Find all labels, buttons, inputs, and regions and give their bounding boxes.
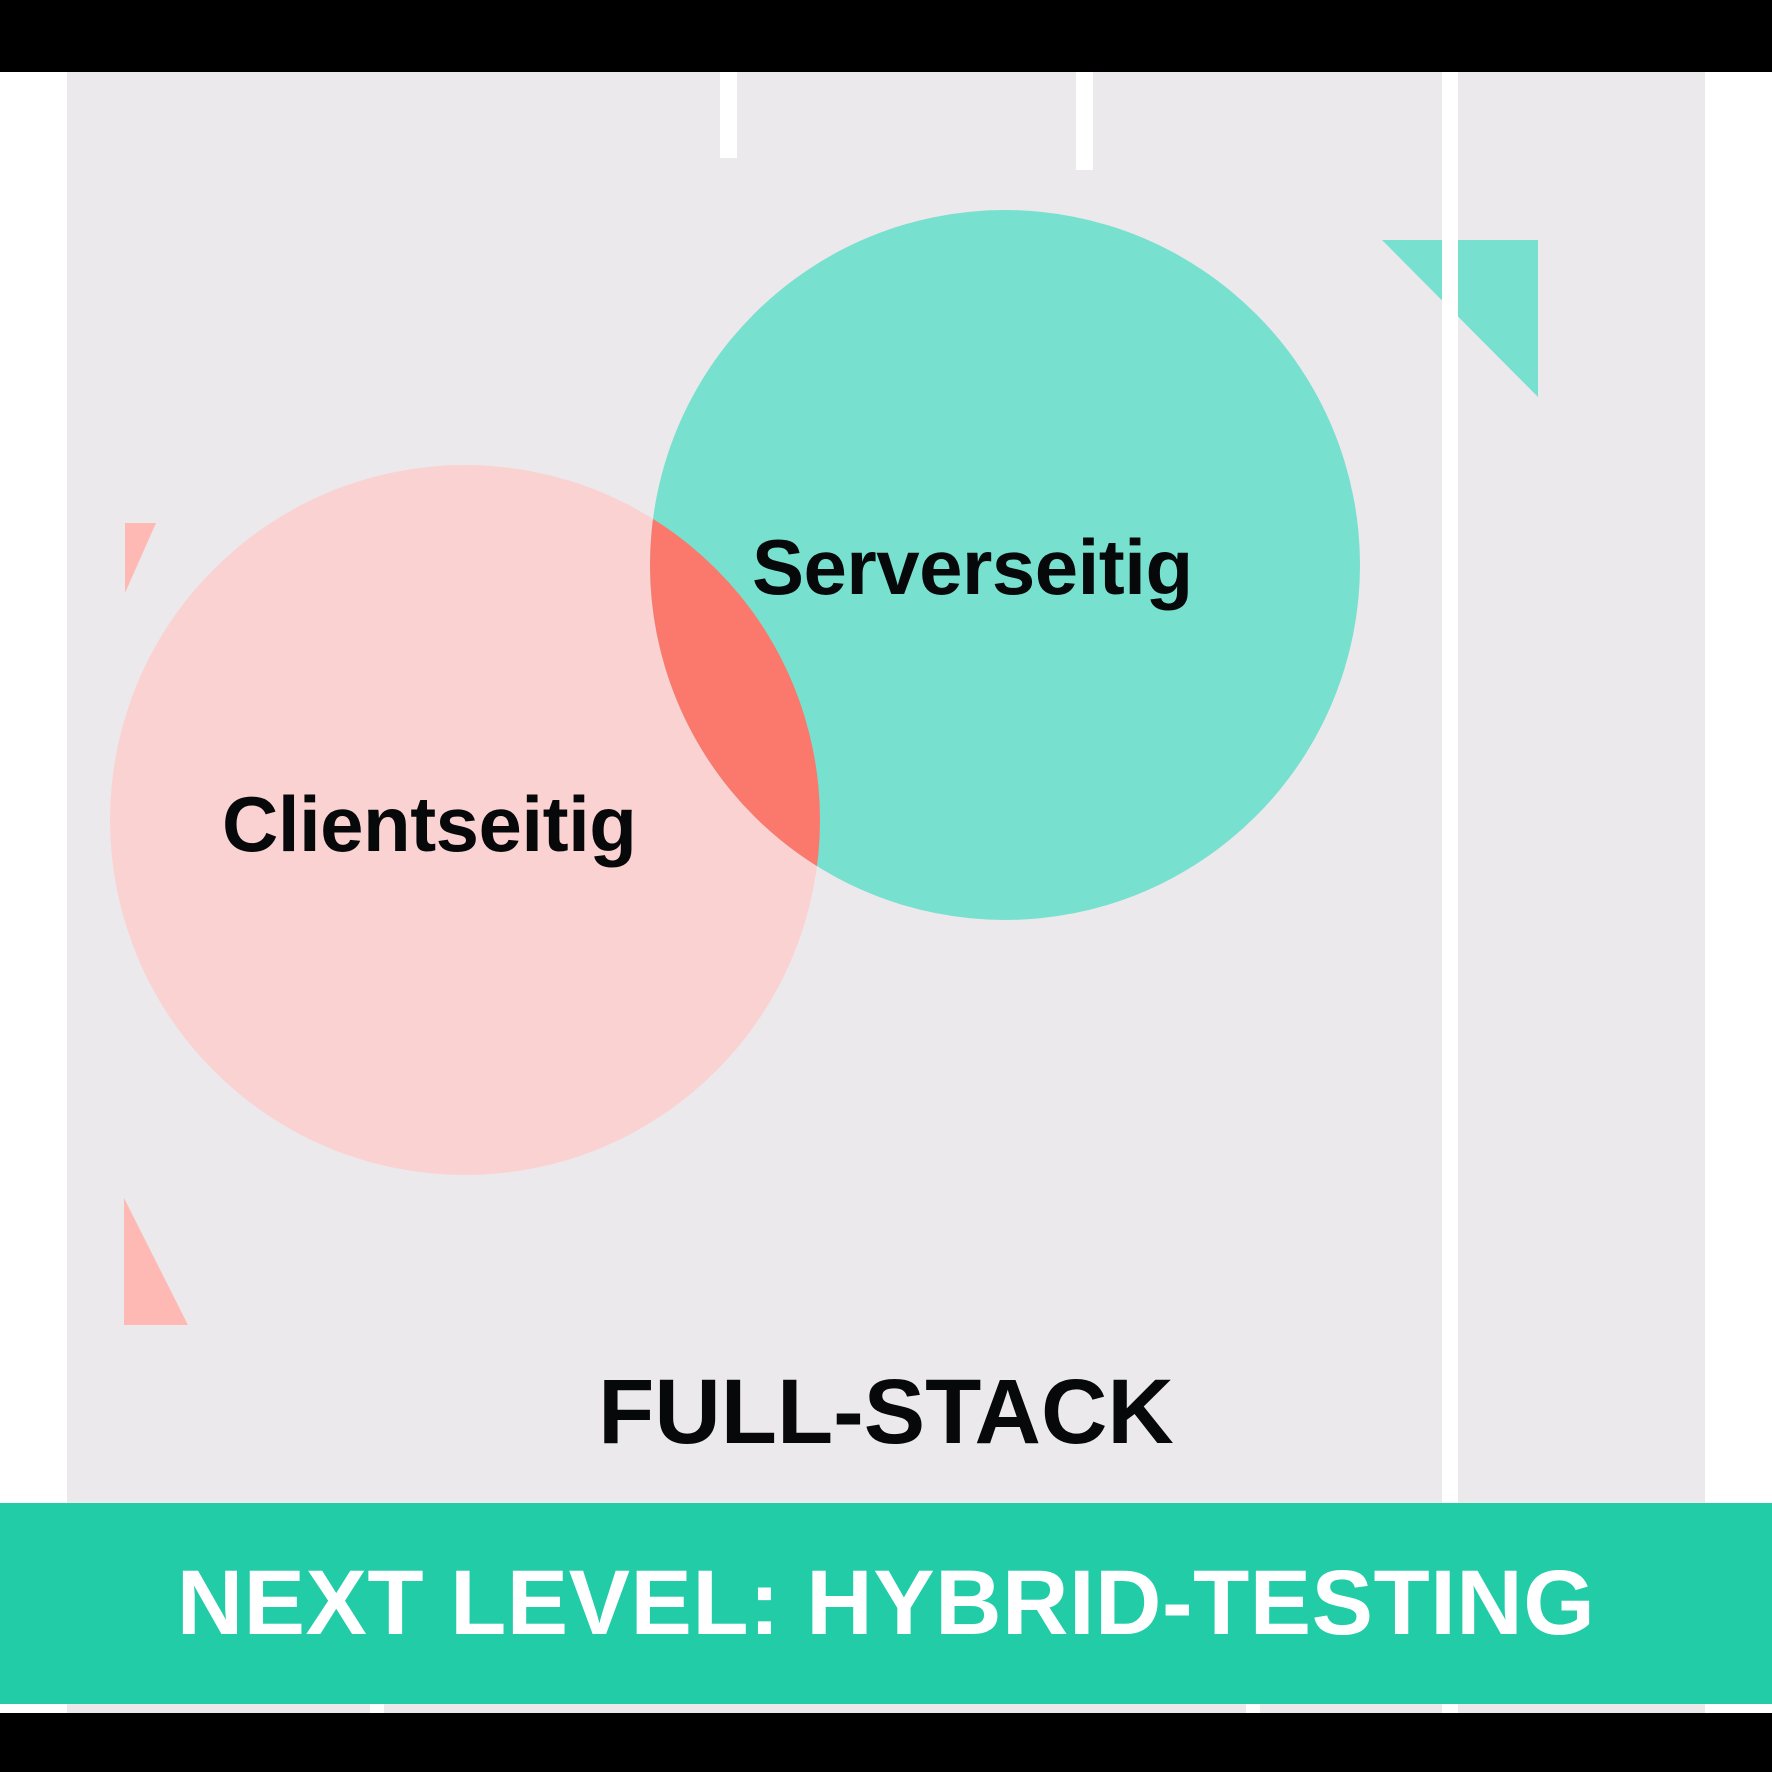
panel-notch-top-mid [1076,72,1093,170]
venn-label-clientseitig: Clientseitig [222,780,637,868]
venn-label-serverseitig: Serverseitig [752,523,1193,611]
decor-triangle-pink-large-icon [124,1198,188,1325]
decor-triangle-teal-icon [1382,240,1538,397]
venn-circle-serverseitig[interactable] [650,210,1360,920]
bottom-banner: NEXT LEVEL: HYBRID-TESTING [0,1503,1772,1704]
bottom-banner-text: NEXT LEVEL: HYBRID-TESTING [176,1552,1596,1654]
panel-notch-top-left [720,72,737,158]
letterbox-bottom [0,1713,1772,1772]
venn-caption-full-stack: FULL-STACK [598,1361,1174,1463]
decor-triangle-pink-small-icon [125,523,156,593]
letterbox-top [0,0,1772,72]
panel-divider-right [1442,72,1458,1713]
venn-circle-clientseitig[interactable] [110,465,820,1175]
